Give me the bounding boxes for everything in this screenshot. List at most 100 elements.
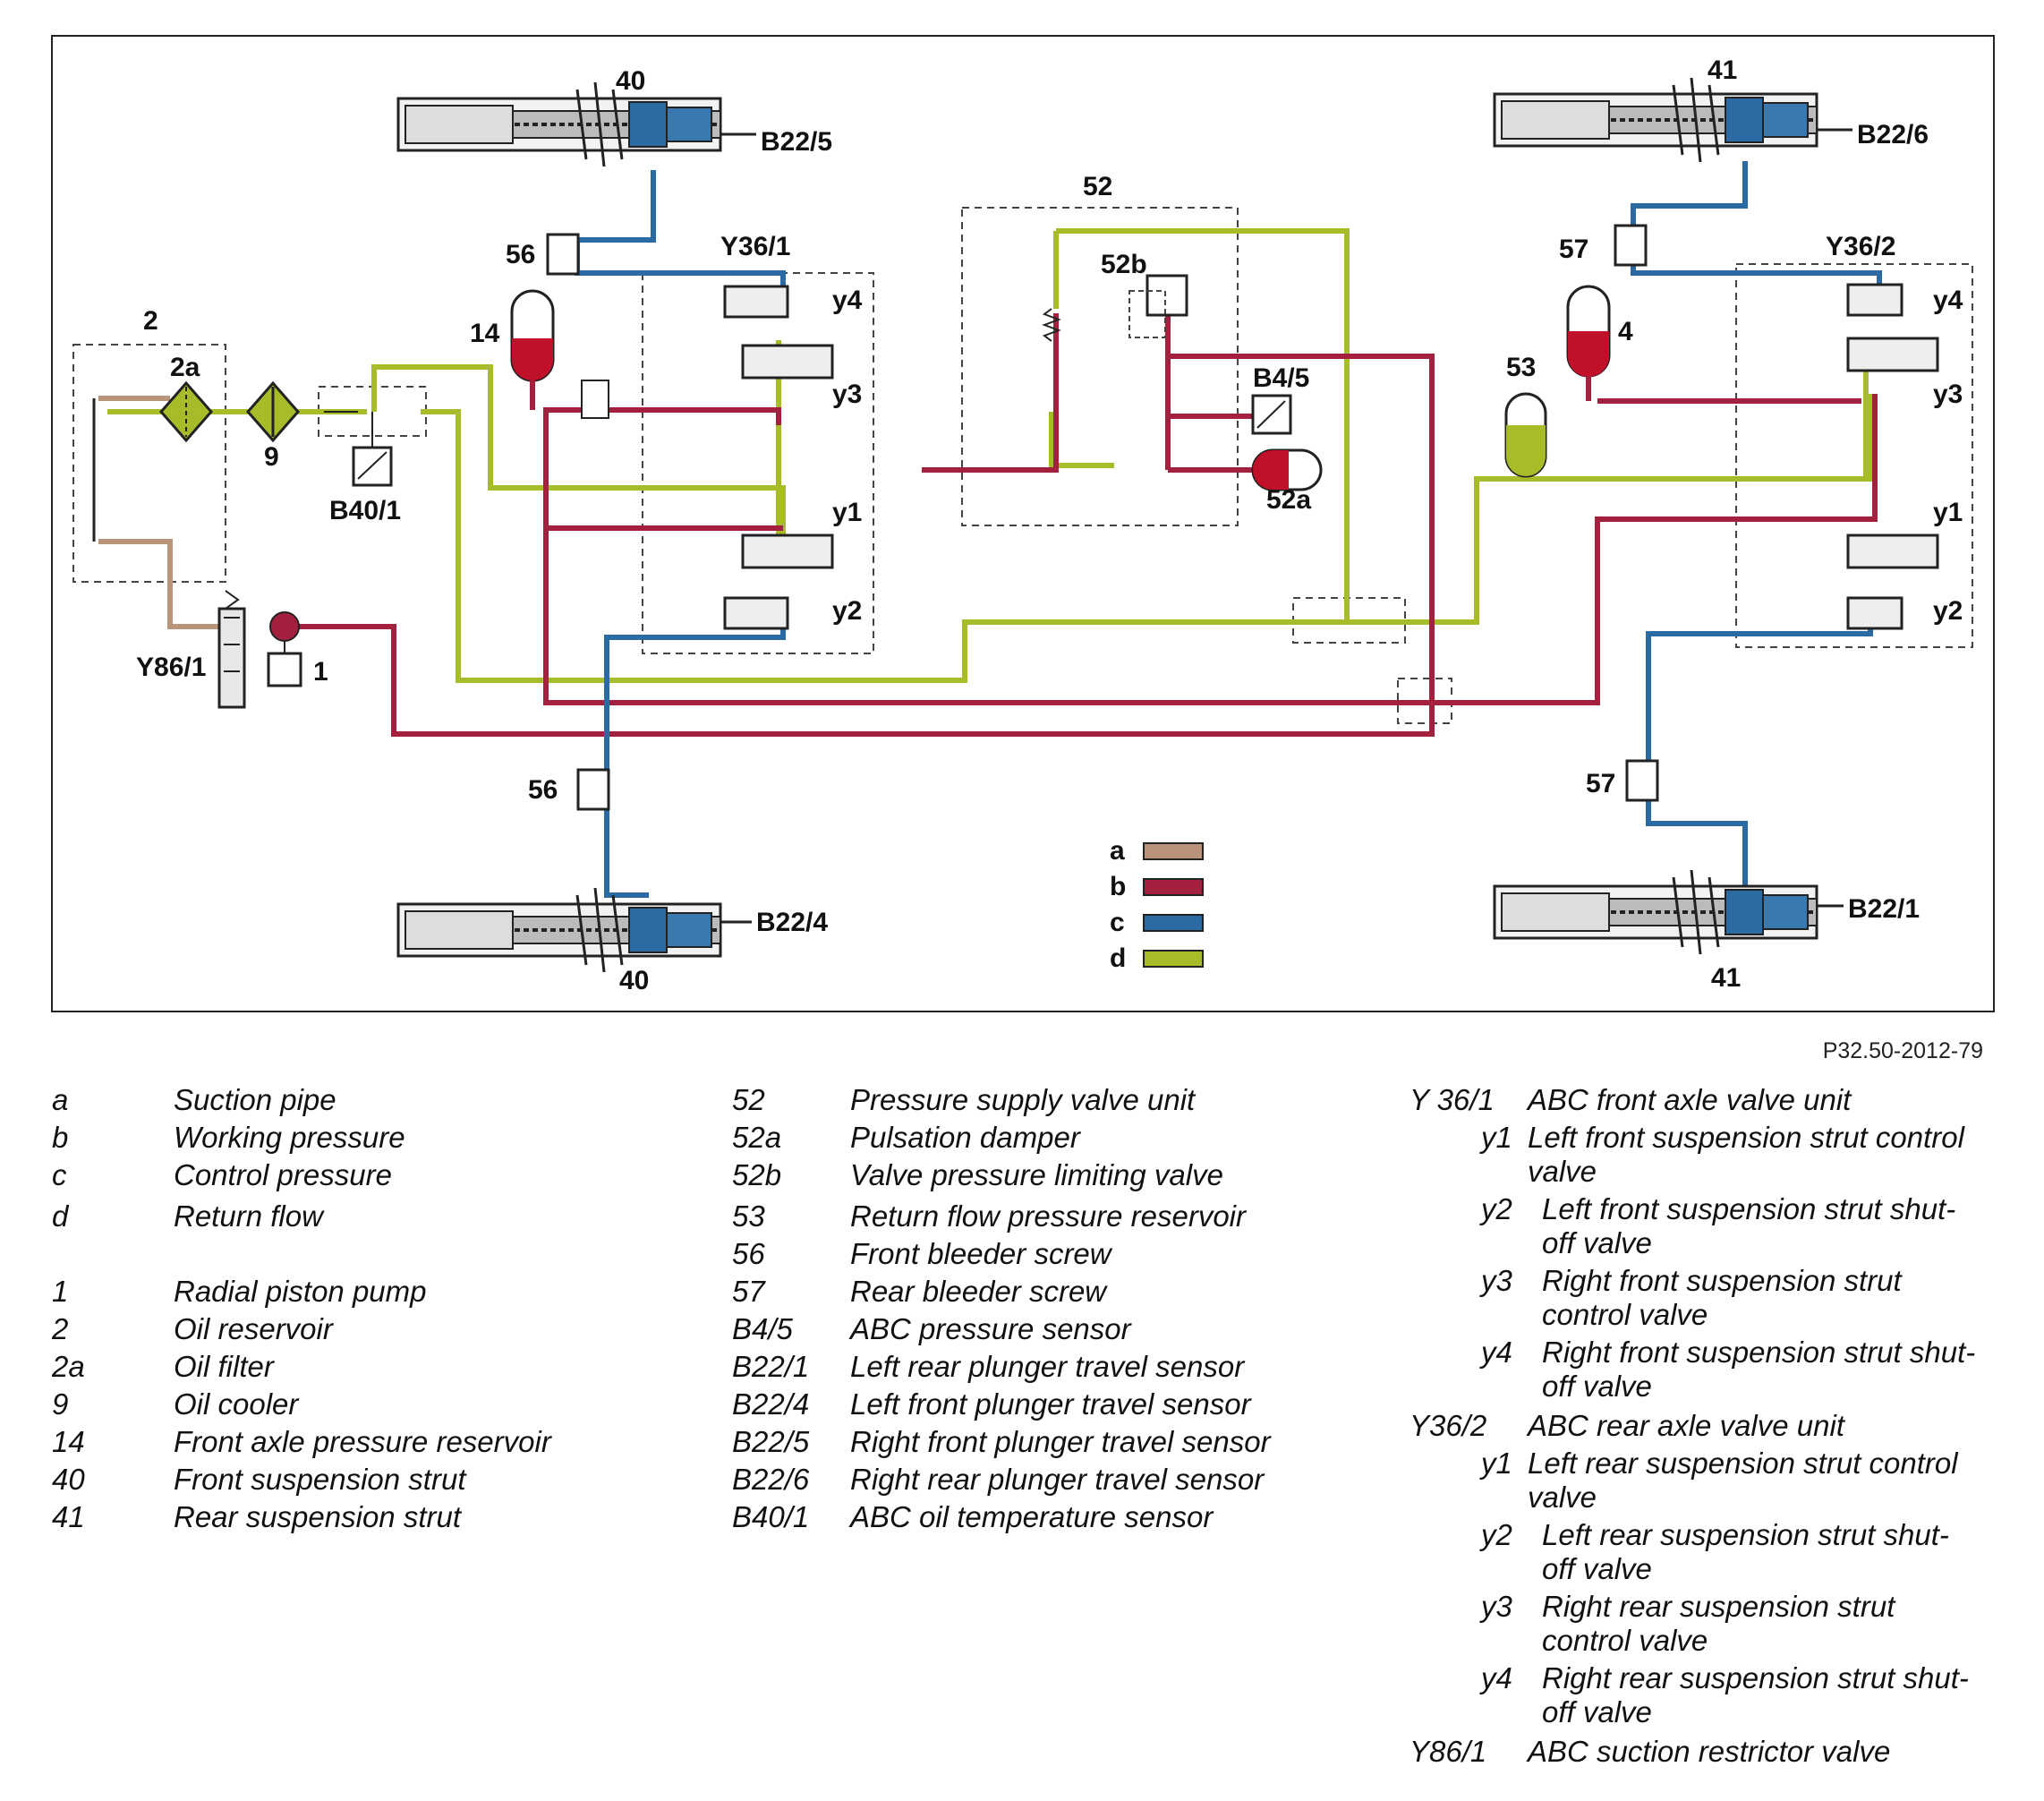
label-y1-rear: y1 (1933, 498, 1963, 527)
legend-code: 53 (732, 1199, 765, 1233)
key-swatch-d (1143, 950, 1204, 968)
label-y3-front: y3 (832, 380, 862, 409)
legend-description: Radial piston pump (174, 1275, 427, 1308)
legend-description: Right rear suspension strut (1542, 1590, 1895, 1623)
return-flow-lines (107, 228, 1873, 683)
label-40-top: 40 (616, 66, 645, 96)
legend-description: Return flow pressure reservoir (850, 1199, 1246, 1233)
legend-description: Right rear plunger travel sensor (850, 1463, 1265, 1496)
legend-code: y1 (1481, 1121, 1512, 1154)
legend-code: y2 (1481, 1518, 1512, 1551)
legend-code: 14 (52, 1425, 85, 1458)
label-y1-front: y1 (832, 498, 862, 527)
legend-description-continued: off valve (1542, 1226, 1652, 1259)
radial-piston-pump-icon (267, 611, 302, 687)
legend-description-continued: control valve (1542, 1298, 1708, 1331)
label-57-top: 57 (1559, 235, 1588, 264)
check-valve-icon (581, 380, 609, 419)
legend-description-continued: off valve (1542, 1695, 1652, 1728)
legend-description: Oil cooler (174, 1387, 299, 1421)
strut-40-top (396, 81, 722, 168)
strut-40-bottom (396, 886, 722, 974)
legend-code: y4 (1481, 1336, 1512, 1369)
label-y4-front: y4 (832, 286, 863, 315)
suction-restrictor-valve-icon (217, 590, 246, 709)
legend-code: 2a (52, 1350, 85, 1383)
legend-code: d (52, 1199, 69, 1233)
label-y3-rear: y3 (1933, 380, 1963, 409)
key-swatch-c (1143, 914, 1204, 932)
strut-41-bottom (1493, 868, 1818, 956)
temperature-sensor-icon (352, 446, 393, 487)
label-52b: 52b (1101, 250, 1147, 279)
legend-code: y3 (1481, 1264, 1512, 1297)
legend-description: Left front suspension strut shut- (1542, 1192, 1956, 1225)
label-57-bottom: 57 (1586, 769, 1615, 798)
key-letter-d: d (1110, 943, 1126, 973)
legend-code: Y36/2 (1410, 1409, 1487, 1442)
legend-description: Front bleeder screw (850, 1237, 1111, 1270)
label-y2-rear: y2 (1933, 596, 1963, 626)
legend-code: 41 (52, 1500, 85, 1533)
legend-description: ABC suction restrictor valve (1528, 1735, 1891, 1768)
legend-description: Pressure supply valve unit (850, 1083, 1196, 1116)
legend-description: Control pressure (174, 1158, 392, 1191)
label-y4-rear: y4 (1933, 286, 1963, 315)
working-pressure-lines (286, 313, 1878, 737)
legend-code: 52b (732, 1158, 782, 1191)
reference-code: P32.50-2012-79 (1822, 1038, 1983, 1063)
label-41-top: 41 (1708, 55, 1737, 85)
diagram-frame (51, 35, 1995, 1012)
legend-code: y1 (1481, 1447, 1512, 1480)
oil-cooler-icon (246, 380, 300, 443)
legend-code: 56 (732, 1237, 765, 1270)
label-b22-5: B22/5 (761, 127, 832, 157)
label-40-bottom: 40 (619, 966, 649, 995)
label-56-top: 56 (506, 240, 535, 269)
label-2a: 2a (170, 353, 200, 382)
valve-blocks (723, 283, 1939, 630)
legend-code: 57 (732, 1275, 765, 1308)
legend-description: ABC rear axle valve unit (1528, 1409, 1844, 1442)
label-14: 14 (470, 319, 500, 348)
legend-description: Pulsation damper (850, 1121, 1080, 1154)
legend-code: 1 (52, 1275, 69, 1308)
legend-code: B4/5 (732, 1312, 793, 1345)
legend-description: Right front suspension strut (1542, 1264, 1902, 1297)
front-axle-reservoir-icon (510, 289, 555, 382)
rear-axle-reservoir-icon (1566, 285, 1611, 378)
legend-code: 40 (52, 1463, 85, 1496)
legend-description: Left front plunger travel sensor (850, 1387, 1251, 1421)
label-56-bottom: 56 (528, 775, 558, 805)
legend-description-continued: valve (1528, 1481, 1597, 1514)
legend-description: Suction pipe (174, 1083, 336, 1116)
legend-description: Oil reservoir (174, 1312, 333, 1345)
label-y36-1: Y36/1 (720, 232, 790, 261)
legend-code: B22/5 (732, 1425, 810, 1458)
legend-description-continued: off valve (1542, 1370, 1652, 1403)
label-1: 1 (313, 657, 328, 687)
label-52a: 52a (1266, 485, 1311, 515)
legend-description: ABC oil temperature sensor (850, 1500, 1214, 1533)
legend-code: y2 (1481, 1192, 1512, 1225)
legend-code: a (52, 1083, 69, 1116)
legend-description: ABC pressure sensor (850, 1312, 1131, 1345)
legend-code: B22/6 (732, 1463, 810, 1496)
legend-description: Left front suspension strut control (1528, 1121, 1964, 1154)
label-52: 52 (1083, 172, 1112, 201)
legend-description: Right front suspension strut shut- (1542, 1336, 1976, 1369)
legend-code: 2 (52, 1312, 69, 1345)
suction-lines (98, 396, 219, 629)
legend-description: Front axle pressure reservoir (174, 1425, 551, 1458)
label-y36-2: Y36/2 (1826, 232, 1895, 261)
pressure-limiting-valve-icon (1145, 274, 1188, 317)
legend-description: Left rear suspension strut control (1528, 1447, 1958, 1480)
key-letter-b: b (1110, 872, 1126, 901)
label-y2-front: y2 (832, 596, 862, 626)
legend-description: Left rear plunger travel sensor (850, 1350, 1245, 1383)
label-41-bottom: 41 (1711, 963, 1741, 993)
strut-41-top (1493, 76, 1818, 164)
